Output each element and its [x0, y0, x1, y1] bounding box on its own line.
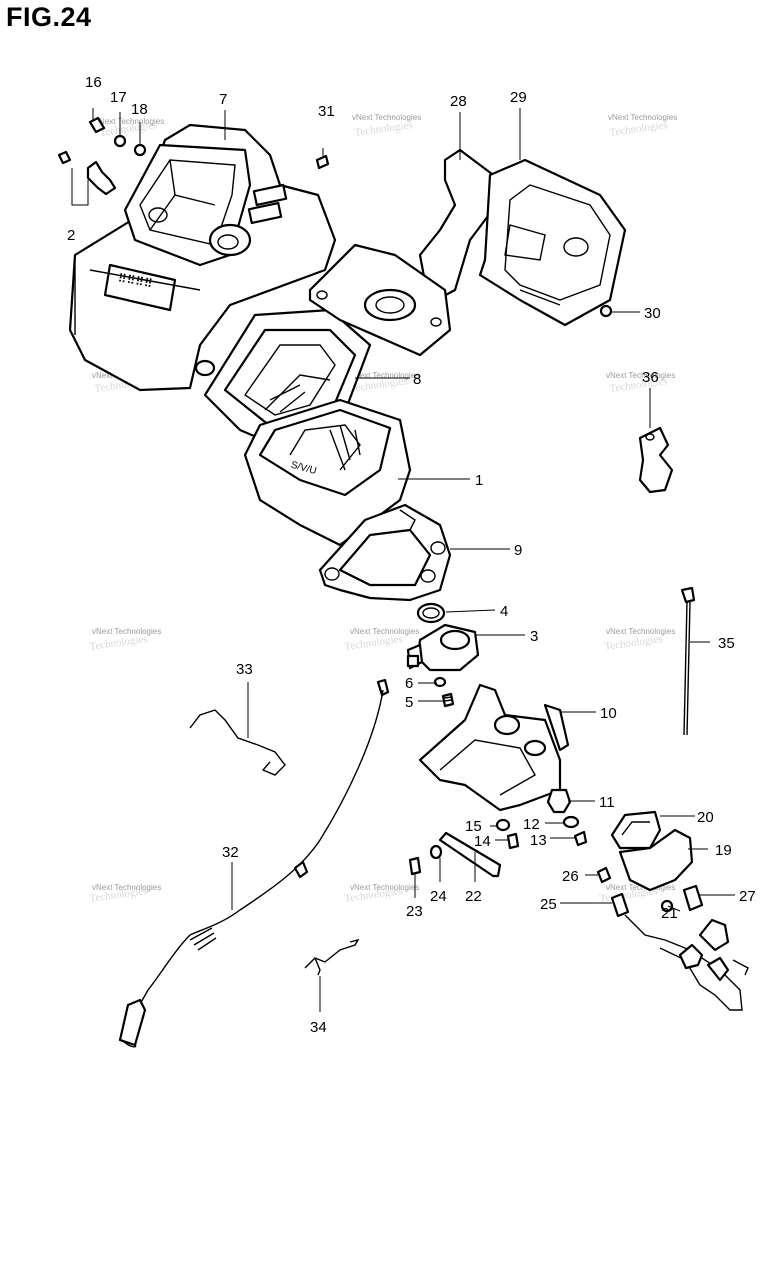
grommet-11 [546, 788, 572, 814]
wire-harness [624, 914, 749, 1011]
callout-5: 5 [405, 694, 413, 711]
callout-2: 2 [67, 227, 75, 244]
svg-text:vNext Technologies: vNext Technologies [95, 117, 164, 126]
callout-labels: 16 17 18 7 31 28 29 2 30 36 8 1 9 4 3 35… [67, 74, 756, 1036]
cable-tie [680, 586, 696, 736]
collar-12 [562, 815, 580, 829]
callout-24: 24 [430, 888, 447, 905]
svg-text:vNext Technologies: vNext Technologies [92, 627, 161, 636]
screw-2 [57, 150, 72, 165]
nut-13 [573, 830, 588, 847]
washer-6 [433, 676, 447, 688]
callout-20: 20 [697, 809, 714, 826]
callout-3: 3 [530, 628, 538, 645]
callout-27: 27 [739, 888, 756, 905]
socket-25 [610, 892, 630, 918]
meter-cover-upper: ⠿⠿⠿⠿ [68, 123, 337, 392]
callout-34: 34 [310, 1019, 327, 1036]
screw-23 [408, 856, 422, 876]
callout-12: 12 [523, 816, 540, 833]
callout-10: 10 [600, 705, 617, 722]
svg-text:vNext Technologies: vNext Technologies [608, 113, 677, 122]
cable-clamp [638, 426, 674, 494]
callout-36: 36 [642, 369, 659, 386]
housing-cover [478, 158, 627, 327]
washer-18 [133, 143, 147, 157]
meter-case: S/V/U [243, 398, 412, 547]
callout-30: 30 [644, 305, 661, 322]
svg-text:vNext Technologies: vNext Technologies [350, 627, 419, 636]
callout-33: 33 [236, 661, 253, 678]
svg-text:vNext Technologies: vNext Technologies [352, 113, 421, 122]
callout-17: 17 [110, 89, 127, 106]
callout-19: 19 [715, 842, 732, 859]
svg-text:vNext Technologies: vNext Technologies [350, 883, 419, 892]
svg-text:vNext Technologies: vNext Technologies [92, 883, 161, 892]
callout-29: 29 [510, 89, 527, 106]
callout-23: 23 [406, 903, 423, 920]
figure-title: FIG.24 [6, 2, 92, 32]
bolt-16 [88, 116, 106, 134]
callout-22: 22 [465, 888, 482, 905]
indicator-lens [610, 810, 662, 850]
knob-2 [86, 160, 117, 196]
callout-21: 21 [661, 905, 678, 922]
callout-18: 18 [131, 101, 148, 118]
bulb-21 [660, 899, 674, 913]
handlebar-bracket [308, 148, 502, 357]
wire-clip-33 [189, 709, 286, 776]
callout-11: 11 [599, 794, 615, 811]
callout-13: 13 [530, 832, 547, 849]
callout-15: 15 [465, 818, 482, 835]
speedometer-cable [118, 678, 390, 1048]
washer-24 [429, 844, 443, 860]
screw-5 [441, 692, 455, 708]
callout-1: 1 [475, 472, 483, 489]
screw-14 [506, 832, 520, 850]
bulb-26 [596, 866, 612, 884]
callout-4: 4 [500, 603, 508, 620]
callout-32: 32 [222, 844, 239, 861]
o-ring [416, 602, 446, 624]
socket-27 [682, 884, 704, 912]
callout-31: 31 [318, 103, 335, 120]
washer-15 [495, 818, 511, 832]
callout-6: 6 [405, 675, 413, 692]
callout-26: 26 [562, 868, 579, 885]
callout-16: 16 [85, 74, 102, 91]
leader-lines [71, 108, 735, 1012]
svg-text:vNext Technologies: vNext Technologies [606, 627, 675, 636]
svg-text:vNext Technologies: vNext Technologies [350, 371, 419, 380]
callout-7: 7 [219, 91, 227, 108]
callout-35: 35 [718, 635, 735, 652]
svg-text:vNext Technologies: vNext Technologies [606, 371, 675, 380]
washer-17 [113, 134, 127, 148]
indicator-housing [618, 828, 694, 892]
callout-8: 8 [413, 371, 421, 388]
screw-31 [315, 148, 330, 170]
screw-30 [599, 304, 613, 318]
meter-bracket-lower [318, 503, 452, 602]
wire-clip-34 [304, 938, 360, 976]
callout-28: 28 [450, 93, 467, 110]
plate-22 [438, 831, 502, 878]
svg-text:vNext Technologies: vNext Technologies [606, 883, 675, 892]
gear-unit [406, 623, 480, 672]
callout-25: 25 [540, 896, 557, 913]
mounting-bracket [418, 683, 570, 812]
callout-14: 14 [474, 833, 491, 850]
callout-9: 9 [514, 542, 522, 559]
